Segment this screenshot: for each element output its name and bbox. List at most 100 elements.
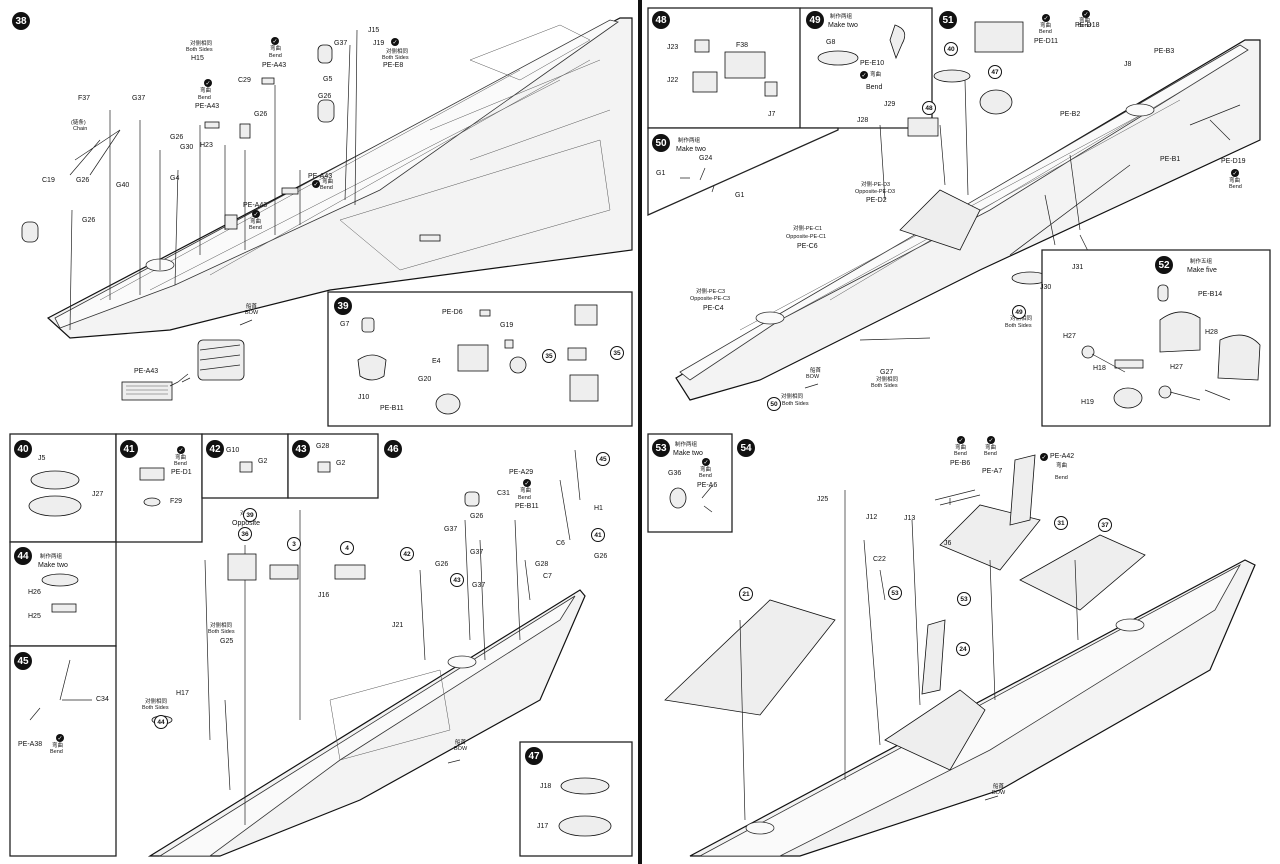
label-both-3: Both Sides [782, 401, 809, 407]
bend-icon: ✓ [987, 436, 995, 444]
step-48-number: 48 [652, 11, 670, 29]
label-chain-cn: (链条) [71, 120, 86, 126]
label-bend-cn-2: 弯曲 [200, 88, 212, 94]
label-j10: J10 [358, 394, 370, 401]
label-bend-2: Bend [1078, 23, 1091, 29]
ref-circle-41: 41 [591, 528, 605, 542]
label-pe-d19: PE-D19 [1221, 158, 1246, 165]
label-j6: J6 [944, 540, 952, 547]
step49-parts [817, 24, 906, 66]
label-pe-b11: PE-B11 [515, 503, 539, 510]
label-both: Both Sides [186, 47, 213, 53]
label-opp2-cn: 对侧-PE-C1 [793, 226, 823, 232]
label-g2: G2 [258, 458, 268, 465]
step-51-number: 51 [939, 11, 957, 29]
bend-icon: ✓ [204, 79, 212, 87]
label-pe-a7: PE-A7 [982, 468, 1003, 475]
label-c31: C31 [497, 490, 510, 497]
step54-hull [664, 454, 1256, 857]
ref-circle-47: 47 [988, 65, 1002, 79]
label-h23: H23 [200, 142, 213, 149]
label-both: Both Sides [871, 383, 898, 389]
label-both: Both Sides [208, 629, 235, 635]
bend-icon: ✓ [1042, 14, 1050, 22]
label-pe-a43-b: PE-A43 [195, 103, 220, 110]
label-pe-b2: PE-B2 [1060, 111, 1081, 118]
label-bend-cn: 弯曲 [175, 455, 187, 461]
ref-circle-31: 31 [1054, 516, 1068, 530]
step50-parts [680, 167, 715, 193]
label-both-cn-2: 对侧相同 [145, 699, 168, 705]
label-opp1-cn: 对侧-PE-D3 [861, 182, 891, 188]
label-make-two: Make two [828, 22, 858, 29]
label-j29: J29 [884, 101, 896, 108]
label-f29: F29 [170, 498, 183, 505]
label-pe-c4: PE-C4 [703, 305, 724, 312]
label-bend: Bend [954, 451, 967, 457]
ref-circle-39: 39 [243, 508, 257, 522]
label-opp3-cn: 对侧-PE-C3 [696, 289, 726, 295]
label-bend: Bend [699, 473, 712, 479]
label-g28: G28 [535, 561, 549, 568]
label-pe-e8: PE-E8 [383, 62, 404, 69]
bend-icon: ✓ [312, 180, 320, 188]
label-bow-cn: 船首 [810, 368, 822, 374]
ref-circle-37: 37 [1098, 518, 1112, 532]
label-both-cn: 对侧相同 [210, 623, 233, 629]
label-g26-c: G26 [170, 134, 184, 141]
label-g20: G20 [418, 376, 432, 383]
label-opp1: Opposite-PE-D3 [855, 189, 896, 195]
label-bend-cn-3: 弯曲 [1056, 463, 1068, 469]
ref-circle-24: 24 [956, 642, 970, 656]
bend-icon: ✓ [860, 71, 868, 79]
label-j28: J28 [857, 117, 869, 124]
label-j16: J16 [318, 592, 330, 599]
step-47-number: 47 [525, 747, 543, 765]
label-g8: G8 [826, 39, 836, 46]
label-c22: C22 [873, 556, 886, 563]
step-41-number: 41 [120, 440, 138, 458]
ref-circle-43: 43 [450, 573, 464, 587]
label-pe-d18: PE-D18 [1075, 22, 1100, 29]
label-g2: G2 [336, 460, 346, 467]
label-make-five: Make five [1187, 267, 1217, 274]
label-pe-d1: PE-D1 [171, 469, 192, 476]
label-g19: G19 [500, 322, 514, 329]
label-bend-2: Bend [984, 451, 997, 457]
label-bend: Bend [50, 749, 63, 755]
label-j25: J25 [817, 496, 829, 503]
label-h17: H17 [176, 690, 189, 697]
label-bend: Bend [174, 461, 187, 467]
label-chain: Chain [73, 126, 88, 132]
label-j22: J22 [667, 77, 679, 84]
bend-icon: ✓ [177, 446, 185, 454]
label-bend-cn: 弯曲 [700, 467, 712, 473]
label-g28: G28 [316, 443, 330, 450]
bend-icon: ✓ [702, 458, 710, 466]
label-bend-cn-2: 弯曲 [1079, 18, 1091, 24]
ref-circle-4: 4 [340, 541, 354, 555]
label-g37-b: G37 [470, 549, 484, 556]
label-g1-b: G1 [735, 192, 745, 199]
step38-hull [21, 17, 633, 401]
label-g26-b: G26 [594, 553, 608, 560]
step-54-number: 54 [737, 439, 755, 457]
label-bend-3: Bend [249, 225, 262, 231]
label-pe-a42: PE-A42 [1050, 453, 1075, 460]
label-g37-b: G37 [132, 95, 146, 102]
label-h15: H15 [191, 55, 204, 62]
label-j23: J23 [667, 44, 679, 51]
label-make-two: Make two [676, 146, 706, 153]
ref-circle-42: 42 [400, 547, 414, 561]
label-h28: H28 [1205, 329, 1218, 336]
label-pe-c6: PE-C6 [797, 243, 818, 250]
ref-circle-53: 53 [888, 586, 902, 600]
label-c7: C7 [543, 573, 552, 580]
label-make-cn: 制作五组 [1190, 259, 1213, 265]
label-make-cn: 制作两组 [40, 554, 63, 560]
label-bend-cn: 弯曲 [870, 72, 882, 78]
label-j12: J12 [866, 514, 878, 521]
label-f38: F38 [736, 42, 749, 49]
